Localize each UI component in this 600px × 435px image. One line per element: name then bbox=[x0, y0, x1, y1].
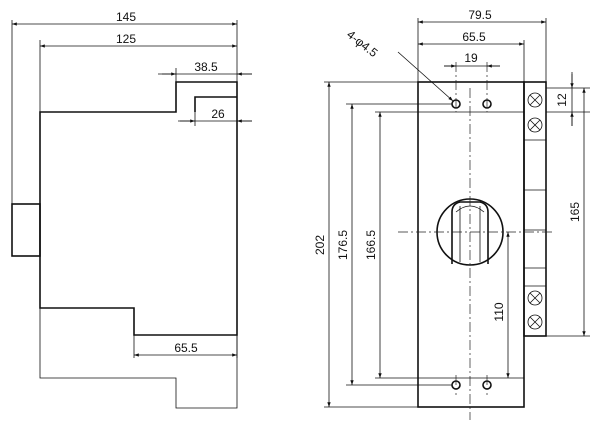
dim-label-overall-width: 79.5 bbox=[468, 8, 492, 22]
dim-label-knob-height: 110 bbox=[492, 302, 506, 321]
dim-label-height-176: 176.5 bbox=[336, 230, 350, 260]
terminal-strip bbox=[523, 81, 547, 337]
dim-label-top-step: 38.5 bbox=[194, 60, 218, 74]
terminal-screw-icon bbox=[527, 92, 543, 108]
dim-label-hole-spacing-outer: 65.5 bbox=[462, 30, 486, 44]
side-view-outline bbox=[39, 81, 238, 336]
dim-label-hole-spacing-inner: 19 bbox=[464, 51, 478, 65]
dim-label-overall-height: 202 bbox=[313, 235, 327, 255]
side-view-step bbox=[194, 96, 237, 112]
terminal-screw-icon bbox=[527, 314, 543, 330]
holes-callout: 4-φ4.5 bbox=[344, 27, 381, 60]
dim-label-bottom-step: 65.5 bbox=[174, 341, 198, 355]
dim-label-height-166: 166.5 bbox=[364, 230, 378, 260]
din-mount-block bbox=[11, 203, 41, 257]
dim-label-overall-width: 145 bbox=[116, 10, 136, 24]
dim-label-terminal-top: 12 bbox=[555, 93, 569, 107]
front-view: 79.5 65.5 19 4-φ4.5 202 176.5 166.5 bbox=[313, 8, 590, 420]
hole-leader bbox=[397, 51, 454, 102]
dim-label-step-offset: 26 bbox=[211, 107, 225, 121]
din-rail-profile bbox=[39, 308, 238, 409]
side-view: 145 125 38.5 26 65.5 bbox=[11, 10, 252, 409]
terminal-screw-icon bbox=[527, 117, 543, 133]
dim-label-body-width: 125 bbox=[116, 32, 136, 46]
dim-label-terminal-span: 165 bbox=[568, 202, 582, 222]
terminal-screw-icon bbox=[527, 290, 543, 306]
